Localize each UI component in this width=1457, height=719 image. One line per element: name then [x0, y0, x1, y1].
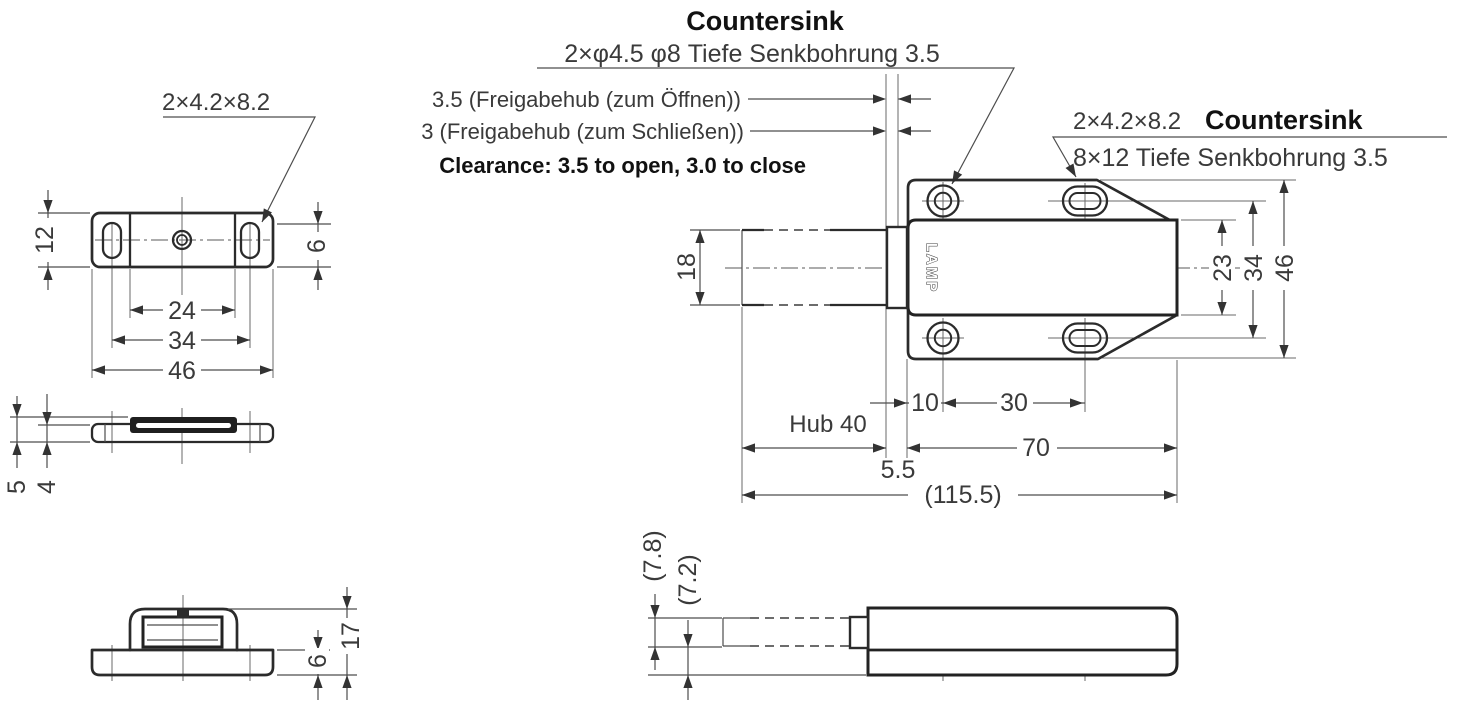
latch-side-view: (7.8) (7.2)	[639, 530, 1179, 700]
strike-slot-callout: 2×4.2×8.2	[162, 89, 316, 225]
latch-main-view: LAMP 18 23 34 46 10 30 Hub 40 70	[673, 74, 1299, 509]
dim-strike-hole-spacing: 24	[168, 297, 196, 325]
countersink-right-detail: 8×12 Tiefe Senkbohrung 3.5	[1073, 144, 1388, 172]
countersink-top-note: Countersink 2×φ4.5 φ8 Tiefe Senkbohrung …	[537, 6, 1016, 187]
strike-plate-side-view: 5 4	[3, 394, 275, 494]
dim-strike-slot-spacing: 34	[168, 327, 196, 355]
dim-flange-height: 46	[1271, 254, 1299, 282]
release-stroke-notes: 3.5 (Freigabehub (zum Öffnen)) 3 (Freiga…	[421, 87, 931, 178]
countersink-right-note: 2×4.2×8.2 Countersink 8×12 Tiefe Senkboh…	[1051, 105, 1447, 180]
dim-strike-front-height: 17	[337, 622, 365, 650]
release-close-label: 3 (Freigabehub (zum Schließen))	[421, 119, 744, 144]
dim-stroke-label: Hub 40	[789, 411, 866, 438]
release-open-label: 3.5 (Freigabehub (zum Öffnen))	[432, 87, 741, 112]
dim-strike-front-base: 6	[304, 654, 332, 668]
clearance-note: Clearance: 3.5 to open, 3.0 to close	[439, 153, 806, 178]
dim-strike-width: 46	[168, 357, 196, 385]
dim-side-upper: (7.8)	[639, 530, 667, 581]
strike-slot-label: 2×4.2×8.2	[162, 89, 270, 116]
dim-strike-total-thickness: 5	[3, 480, 31, 494]
dim-body-length: 70	[1022, 434, 1050, 462]
countersink-top-title: Countersink	[686, 6, 845, 36]
strike-plate-top-view: 2×4.2×8.2 12 6 24 34 46	[31, 89, 331, 385]
dim-edge-offset: 10	[911, 389, 939, 417]
countersink-top-detail: 2×φ4.5 φ8 Tiefe Senkbohrung 3.5	[564, 40, 940, 68]
countersink-right-size: 2×4.2×8.2	[1073, 108, 1181, 135]
dim-total-length: (115.5)	[924, 481, 1001, 509]
dim-hole-spacing-vertical: 34	[1240, 254, 1268, 282]
brand-logo: LAMP	[923, 243, 940, 294]
countersink-right-word: Countersink	[1205, 105, 1364, 135]
strike-plate-front-view: 17 6	[90, 587, 365, 700]
dim-gap: 5.5	[881, 456, 916, 484]
dim-side-lower: (7.2)	[674, 554, 702, 605]
dim-hole-spacing-horizontal: 30	[1000, 389, 1028, 417]
dim-strike-plate-thickness: 4	[33, 480, 61, 494]
dim-body-height: 23	[1209, 254, 1237, 282]
dim-strike-height: 12	[31, 226, 59, 254]
dim-strike-slot-offset: 6	[303, 239, 331, 253]
dim-plunger-height: 18	[673, 253, 701, 281]
